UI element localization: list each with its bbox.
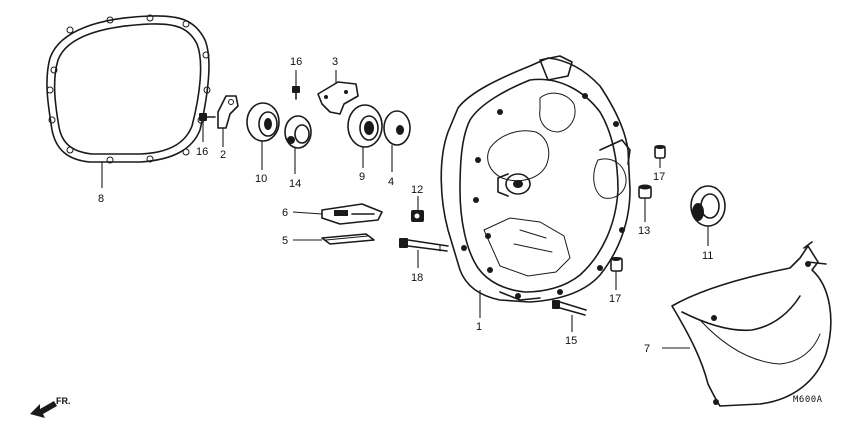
callout-10: 10: [255, 173, 267, 185]
callout-4: 4: [388, 176, 394, 188]
callout-16-left: 16: [196, 146, 208, 158]
seal-part-14: [284, 115, 312, 149]
plug-part-13: [638, 184, 652, 199]
gasket-part-8: [46, 14, 211, 164]
cover-part-7: [671, 241, 832, 407]
callout-11: 11: [702, 250, 713, 262]
front-direction-arrow: FR.: [30, 396, 71, 418]
callout-14: 14: [289, 178, 301, 190]
clutch-housing-part-1: [440, 55, 631, 303]
bracket-part-6: [321, 203, 383, 225]
bolt-part-18: [399, 238, 449, 252]
callout-5: 5: [282, 235, 288, 247]
callout-18: 18: [411, 272, 423, 284]
callout-15: 15: [565, 335, 577, 347]
dowel-part-17-upper: [654, 145, 666, 159]
callout-17-upper: 17: [653, 171, 665, 183]
washer-part-4: [383, 110, 411, 146]
pad-part-5: [321, 233, 375, 245]
callout-7: 7: [644, 343, 650, 355]
bolt-part-15: [552, 300, 587, 316]
callout-9: 9: [359, 171, 365, 183]
dowel-part-17-lower: [610, 257, 623, 272]
leader-lines: [101, 70, 709, 349]
bearing-part-9: [347, 104, 383, 148]
callout-13: 13: [638, 225, 650, 237]
callout-3: 3: [332, 56, 338, 68]
callout-labels: 8 16 2 10 14 16 3 9 4 6 5 12 18 1 15 17 …: [98, 56, 713, 355]
callout-8: 8: [98, 193, 104, 205]
bracket-part-2: [217, 95, 239, 129]
plate-part-3: [317, 81, 359, 115]
nut-part-12: [411, 210, 424, 222]
callout-1: 1: [476, 321, 482, 333]
front-direction-label: FR.: [56, 396, 71, 406]
bolt-part-16-top: [292, 86, 300, 100]
bearing-part-10: [246, 102, 280, 142]
bolt-part-16-left: [199, 113, 216, 121]
callout-17-lower: 17: [609, 293, 621, 305]
seal-part-11: [690, 185, 726, 227]
callout-2: 2: [220, 149, 226, 161]
drawing-code: M600A: [793, 395, 823, 405]
callout-16-top: 16: [290, 56, 302, 68]
callout-6: 6: [282, 207, 288, 219]
callout-12: 12: [411, 184, 423, 196]
